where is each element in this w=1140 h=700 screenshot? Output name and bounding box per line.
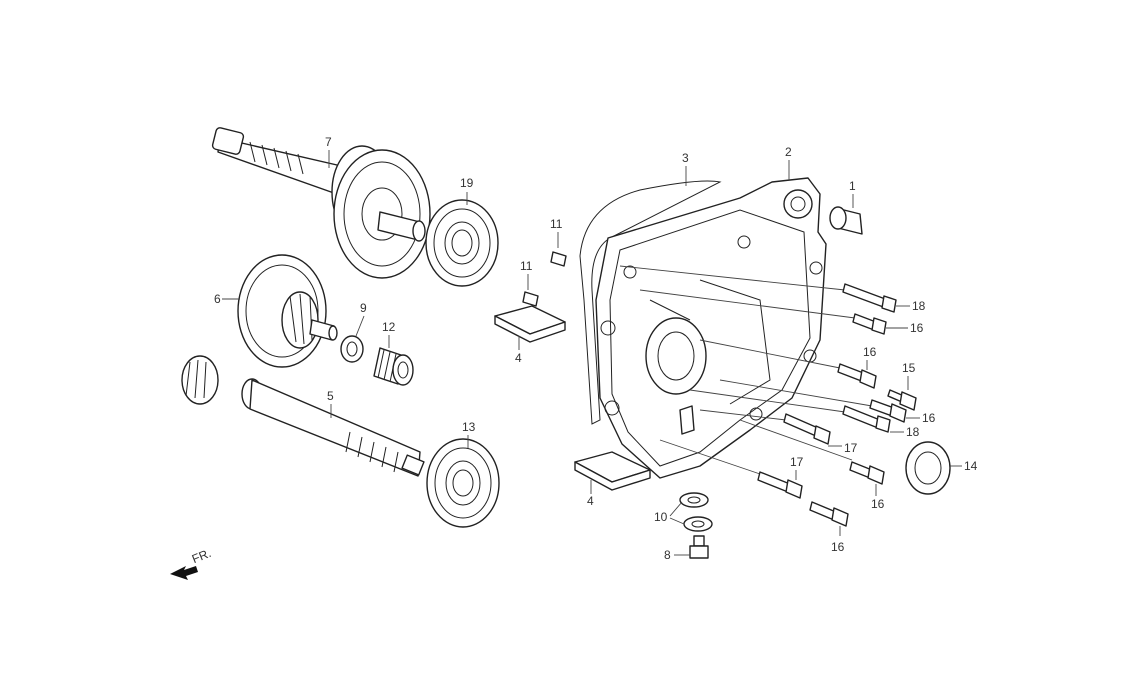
bushing-1-part [829, 206, 863, 235]
dowel-pin-upper-part [550, 251, 567, 267]
callout-16-b: 16 [863, 345, 877, 370]
callout-3: 3 [682, 151, 689, 186]
bolt-16-e [809, 501, 849, 527]
callout-19: 19 [460, 176, 474, 205]
callout-18-upper: 18 [896, 299, 926, 313]
svg-text:16: 16 [910, 321, 924, 335]
bolt-17-lower [659, 439, 803, 499]
svg-text:17: 17 [844, 441, 858, 455]
bolt-16-b [699, 339, 877, 389]
output-shaft-part [211, 127, 431, 279]
svg-text:16: 16 [871, 497, 885, 511]
svg-text:17: 17 [790, 455, 804, 469]
callout-4-lower: 4 [587, 480, 594, 508]
bearing-19-part [425, 199, 499, 287]
svg-text:11: 11 [550, 217, 563, 231]
svg-text:3: 3 [682, 151, 689, 165]
svg-text:16: 16 [863, 345, 877, 359]
svg-text:18: 18 [912, 299, 926, 313]
drain-bolt-8-part [689, 535, 709, 559]
callout-2: 2 [785, 145, 792, 180]
svg-text:9: 9 [360, 301, 367, 315]
callout-1: 1 [849, 179, 856, 208]
gasket-part [579, 180, 722, 425]
callout-11-upper: 11 [550, 217, 563, 248]
callout-7: 7 [325, 135, 332, 168]
svg-text:13: 13 [462, 420, 476, 434]
svg-text:12: 12 [382, 320, 396, 334]
bolt-15 [887, 389, 917, 411]
svg-text:15: 15 [902, 361, 916, 375]
svg-text:16: 16 [831, 540, 845, 554]
svg-text:2: 2 [785, 145, 792, 159]
callout-4-upper: 4 [515, 336, 522, 365]
callout-15: 15 [902, 361, 916, 390]
callout-16-c: 16 [906, 411, 936, 425]
bolt-17-upper [699, 409, 831, 445]
cover-upper-part [494, 305, 566, 343]
svg-text:7: 7 [325, 135, 332, 149]
front-direction-arrow-icon [170, 566, 198, 580]
svg-text:18: 18 [906, 425, 920, 439]
bolt-18-lower [689, 389, 891, 433]
transmission-case-part [595, 177, 827, 479]
callout-9: 9 [355, 301, 367, 337]
cover-lower-part [574, 451, 651, 491]
svg-text:5: 5 [327, 389, 334, 403]
bearing-13-part [426, 438, 500, 528]
bolt-16-a [639, 289, 887, 335]
callout-11-lower: 11 [520, 259, 533, 290]
callout-12: 12 [382, 320, 396, 348]
svg-text:10: 10 [654, 510, 668, 524]
callout-17-upper: 17 [828, 441, 858, 455]
callout-5: 5 [327, 389, 334, 418]
svg-text:8: 8 [664, 548, 671, 562]
svg-text:4: 4 [515, 351, 522, 365]
bolt-16-c [719, 379, 907, 423]
dowel-pin-lower-part [522, 291, 539, 307]
callout-13: 13 [462, 420, 476, 448]
washers-10-part [679, 492, 713, 532]
needle-bearing-12-part [373, 347, 414, 386]
callout-16-d: 16 [871, 484, 885, 511]
svg-text:4: 4 [587, 494, 594, 508]
callout-17-lower: 17 [790, 455, 804, 480]
drive-shaft-part [181, 355, 425, 477]
svg-text:19: 19 [460, 176, 474, 190]
callout-14: 14 [950, 459, 978, 473]
washer-9-part [340, 335, 364, 363]
callout-16-a: 16 [886, 321, 924, 335]
svg-text:16: 16 [922, 411, 936, 425]
oil-seal-14-part [905, 441, 951, 495]
svg-text:11: 11 [520, 259, 533, 273]
bolt-16-d [739, 419, 885, 485]
callout-18-lower: 18 [890, 425, 920, 439]
callout-16-e: 16 [831, 526, 845, 554]
counter-gear-part [237, 254, 338, 368]
front-direction-label: FR. [190, 546, 213, 566]
callout-10: 10 [654, 501, 685, 525]
svg-text:14: 14 [964, 459, 978, 473]
callout-8: 8 [664, 548, 690, 562]
callout-6: 6 [214, 292, 240, 306]
bolt-18-upper [619, 265, 897, 313]
svg-text:1: 1 [849, 179, 856, 193]
svg-text:6: 6 [214, 292, 221, 306]
